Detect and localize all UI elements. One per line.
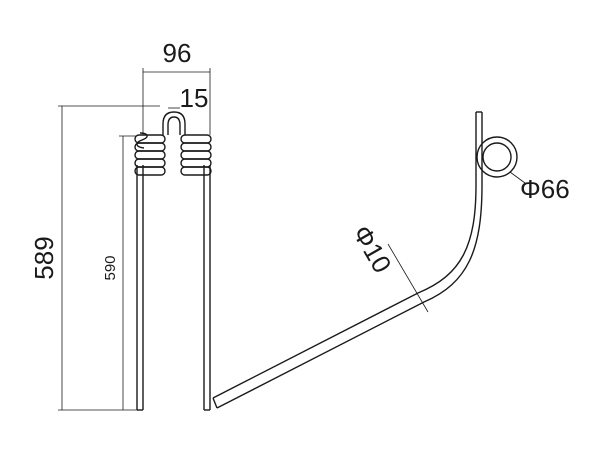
dimension-15-label: 15 — [180, 83, 209, 113]
dimension-loop-gap: 15 — [168, 83, 208, 113]
dimension-96-label: 96 — [163, 38, 192, 68]
dimension-height-outer: 589 — [29, 105, 160, 411]
side-view-tine — [212, 111, 518, 409]
dimension-590-label: 590 — [102, 255, 119, 280]
dimension-width-top: 96 — [142, 38, 211, 135]
dimension-589-label: 589 — [29, 236, 59, 279]
left-tine-leg — [136, 165, 144, 411]
right-tine-leg — [203, 165, 211, 411]
left-coil — [134, 132, 166, 176]
dimension-phi66-label: Φ66 — [520, 174, 570, 204]
connecting-loop — [162, 111, 186, 135]
dimension-height-inner: 590 — [102, 135, 137, 410]
dimension-wire-diameter: Φ10 — [347, 220, 429, 313]
dimension-coil-diameter: Φ66 — [509, 171, 570, 204]
dimension-phi10-label: Φ10 — [347, 220, 398, 278]
right-coil — [180, 134, 212, 176]
